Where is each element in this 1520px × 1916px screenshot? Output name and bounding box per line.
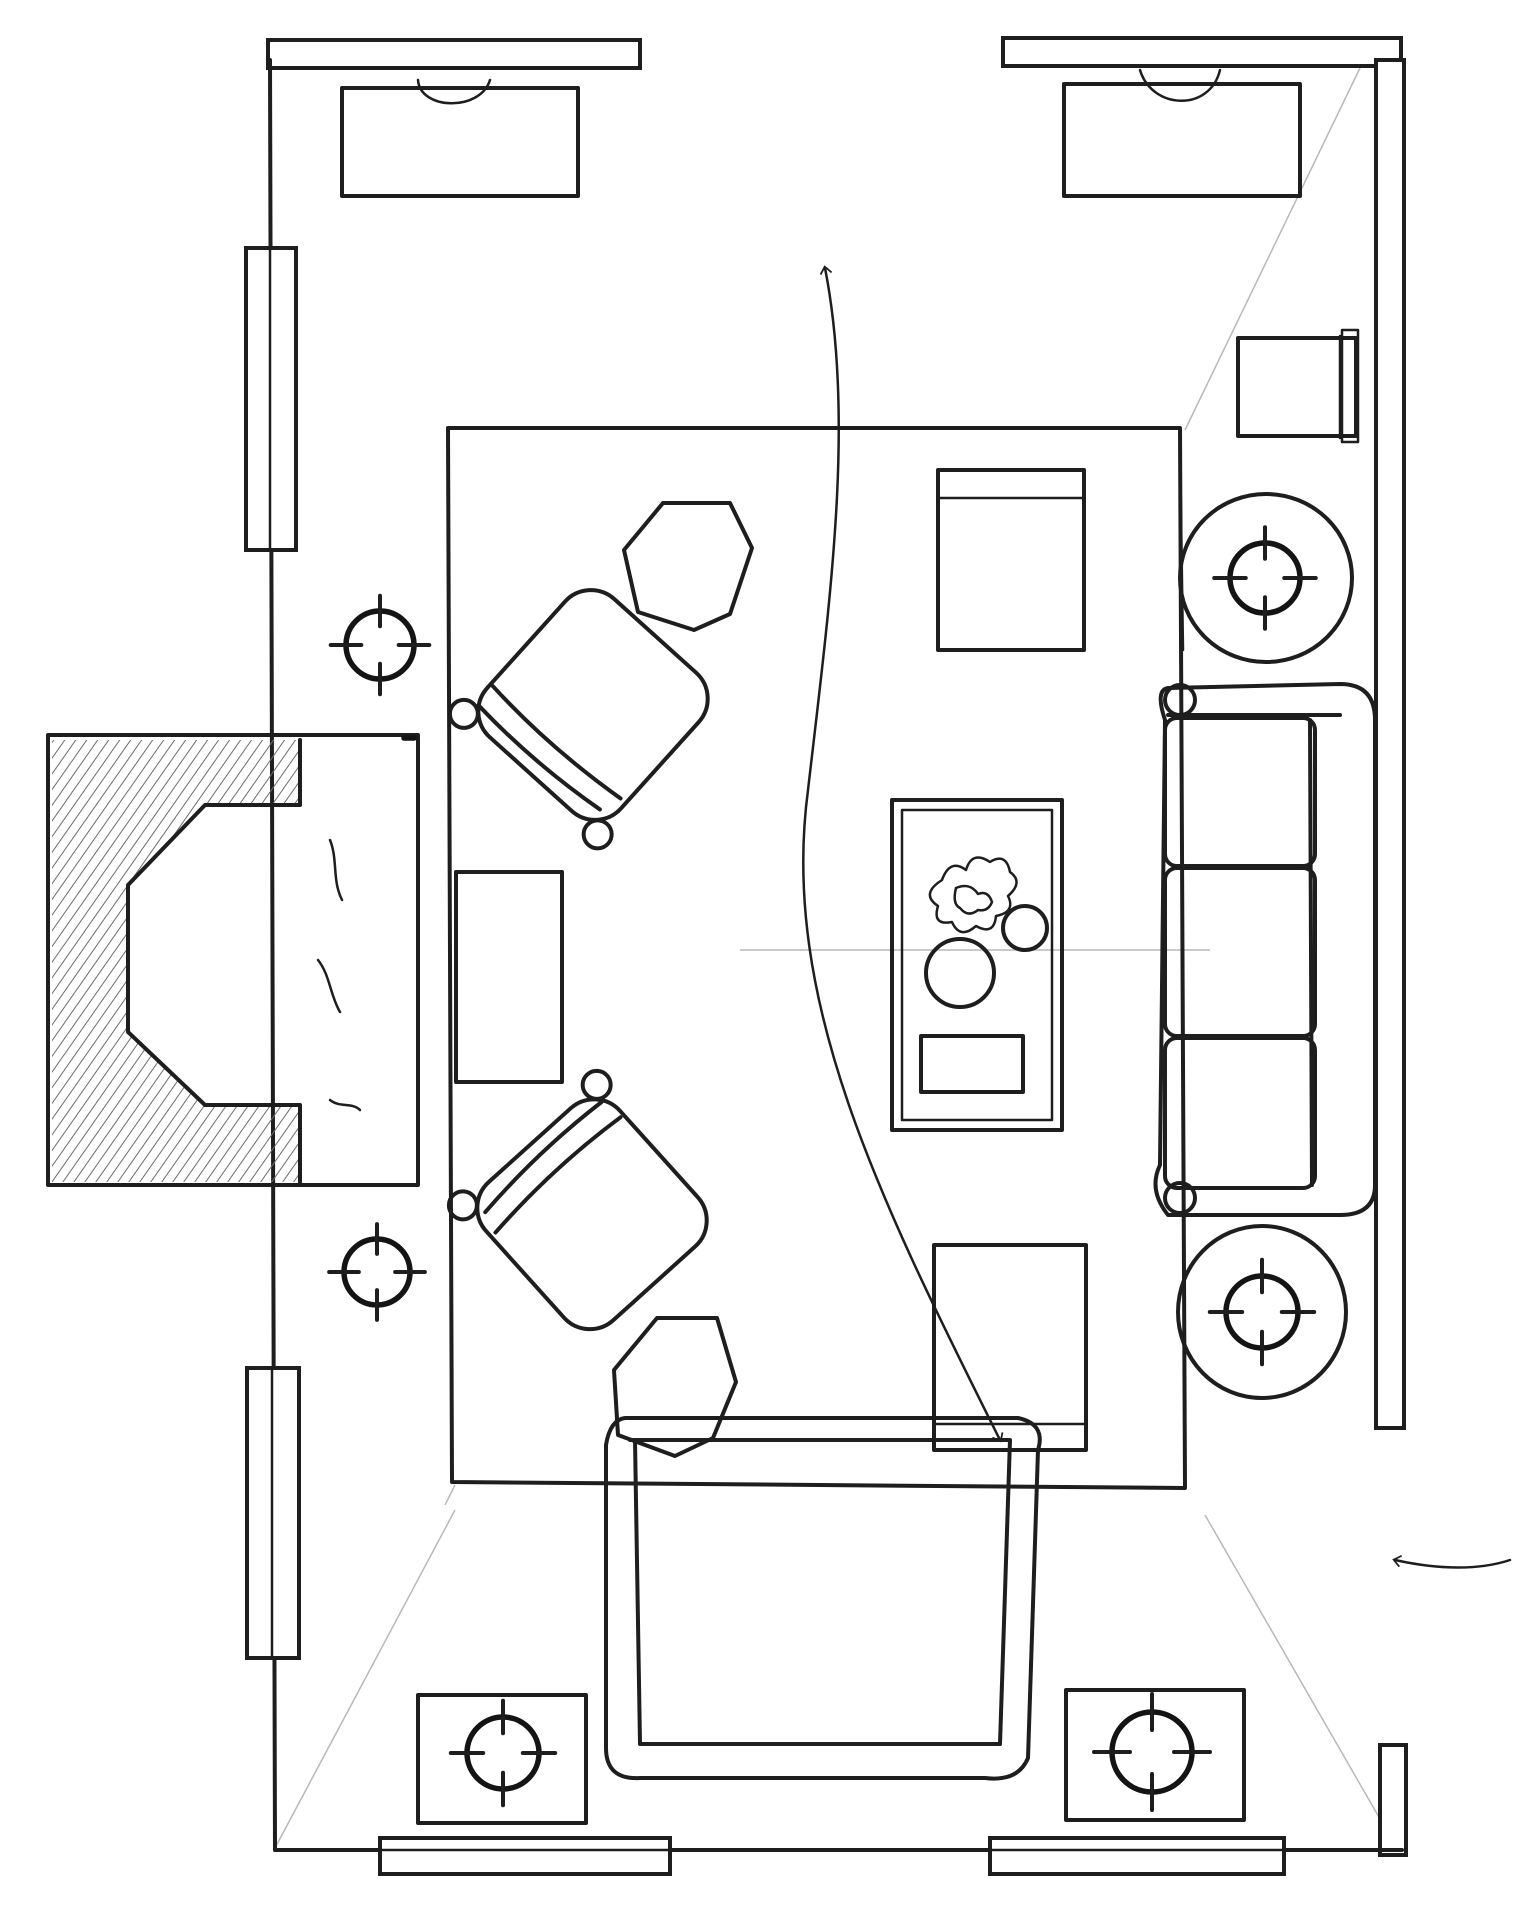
wall-right-lower [1378,1743,1408,1857]
hexagon-side-table-upper [622,501,754,632]
wall-top-right [1001,36,1403,68]
lamp-bottom-right-lamp-crosshair-icon [1092,1692,1212,1812]
lamp-end-table-upper-lamp-crosshair-icon [1212,525,1318,631]
round-end-table-lower [1176,1224,1348,1400]
window-bottom-left [378,1836,672,1876]
lamp-left-lower-lamp-crosshair-icon [327,1222,427,1322]
bottom-side-table-right [1064,1688,1246,1822]
armchair-lower [446,1068,709,1332]
lamps-layer [327,525,1318,1812]
traffic-flow-arrow-icon [802,265,1004,1443]
round-end-table-upper [1178,492,1354,664]
top-left-cabinet [340,78,580,198]
top-right-cabinet [1062,68,1302,198]
lamp-bottom-left-lamp-crosshair-icon [448,1698,558,1808]
window-bottom-right [988,1836,1286,1876]
entry-arrow-icon [1392,1554,1512,1569]
sofa-right [1153,682,1377,1217]
wall-top-left [266,38,642,70]
hexagon-side-table-lower [612,1316,738,1458]
lamp-left-upper-lamp-crosshair-icon [328,593,432,697]
coffee-table [890,798,1064,1132]
side-chair [1236,328,1360,444]
bottom-side-table-left [416,1693,588,1825]
ottoman-upper [936,468,1086,652]
fireplace [46,733,420,1187]
wall-right-upper [1374,58,1406,1430]
area-rug [446,426,1187,1490]
lamp-end-table-lower-lamp-crosshair-icon [1207,1257,1317,1367]
bench [454,870,564,1084]
sofa-bottom [604,1416,1042,1781]
armchair-upper [447,588,710,851]
room-walls [244,36,1408,1876]
